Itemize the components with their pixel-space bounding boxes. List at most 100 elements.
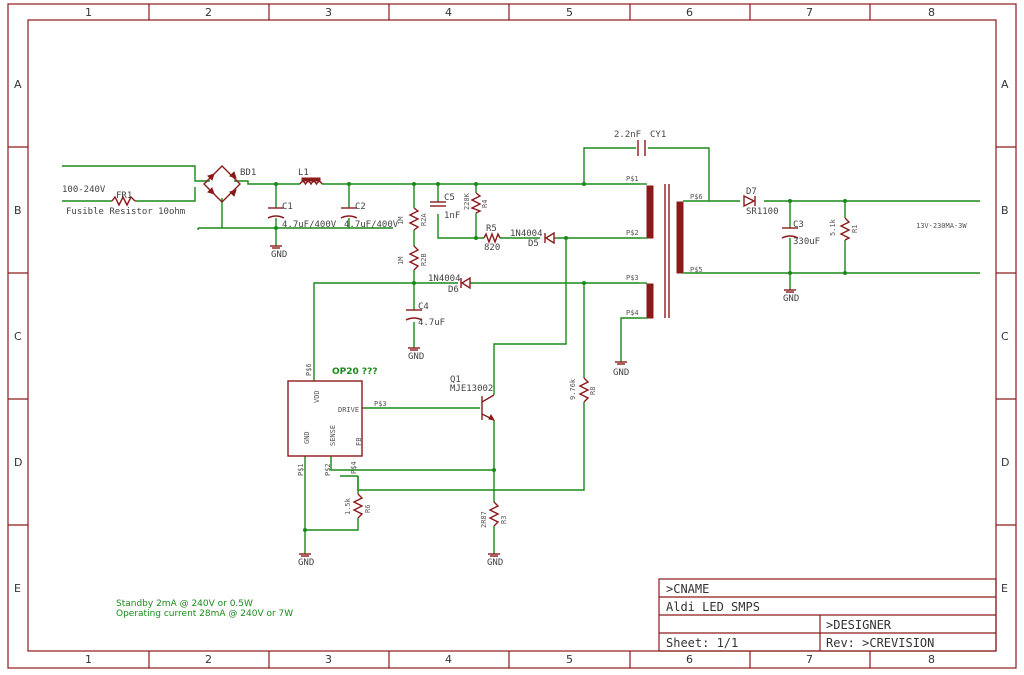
d7-ref: D7	[746, 187, 757, 197]
ic-drive: DRIVE	[338, 406, 359, 414]
c1-ref: C1	[282, 202, 293, 212]
c2-capacitor	[340, 207, 358, 219]
c3-value: 330uF	[793, 237, 820, 247]
bd1-ref: BD1	[240, 168, 256, 178]
row-label: A	[14, 78, 22, 91]
r5-value: 820	[484, 243, 500, 253]
l1-ref: L1	[298, 168, 309, 178]
r2b-value: 1M	[397, 257, 405, 265]
r1-value: 5.1k	[829, 218, 837, 236]
col-label: 5	[566, 6, 573, 19]
c3-ref: C3	[793, 220, 804, 230]
cy1-value: 2.2nF	[614, 130, 641, 140]
r6-resistor	[352, 493, 364, 519]
gnd-symbol	[299, 553, 311, 557]
r1-resistor	[839, 217, 851, 241]
r5-ref: R5	[486, 224, 497, 234]
r8-resistor	[578, 377, 590, 403]
title-rev: Rev: >CREVISION	[826, 636, 934, 650]
row-label: D	[1001, 456, 1009, 469]
r3-ref: R3	[500, 516, 508, 524]
ic-name: OP20 ???	[332, 367, 378, 377]
title-block	[658, 578, 997, 652]
gnd-label: GND	[613, 368, 629, 378]
col-label: 4	[445, 653, 452, 666]
ic-gnd: GND	[303, 431, 311, 444]
note-standby: Standby 2mA @ 240V or 0.5W	[116, 599, 253, 609]
gnd-label: GND	[783, 294, 799, 304]
row-label: C	[1001, 330, 1009, 343]
gnd-symbol	[784, 289, 796, 293]
r2a-resistor	[408, 207, 420, 231]
t-pin-6: P$6	[690, 193, 703, 201]
fr1-resistor	[111, 195, 136, 207]
junctions	[274, 182, 847, 532]
gnd-label: GND	[487, 558, 503, 568]
row-label: E	[1001, 582, 1008, 595]
col-label: 2	[205, 6, 212, 19]
d5-value: 1N4004	[510, 229, 543, 239]
r2b-ref: R2B	[420, 253, 428, 266]
cy1-capacitor	[637, 140, 646, 156]
ic-pin-1: P$1	[297, 463, 305, 476]
r8-value: 9.76k	[569, 378, 577, 400]
gnd-symbol	[615, 361, 627, 365]
q1-transistor	[481, 394, 496, 421]
col-label: 5	[566, 653, 573, 666]
r4-resistor	[470, 192, 482, 214]
title-sheet: Sheet: 1/1	[666, 636, 738, 650]
r6-ref: R6	[364, 505, 372, 513]
col-label: 7	[806, 6, 813, 19]
row-label: A	[1001, 78, 1009, 91]
drawing-frame	[7, 3, 1017, 669]
d5-diode	[544, 231, 555, 245]
column-labels-top: 1 2 3 4 5 6 7 8	[85, 6, 935, 19]
title-cname: >CNAME	[666, 582, 709, 596]
t-pin-1: P$1	[626, 175, 639, 183]
row-label: E	[14, 582, 21, 595]
col-label: 6	[686, 653, 693, 666]
ic-sense: SENSE	[329, 425, 337, 446]
column-labels-bottom: 1 2 3 4 5 6 7 8	[85, 653, 935, 666]
c4-value: 4.7uF	[418, 318, 445, 328]
fr1-ref: FR1	[116, 191, 132, 201]
row-label: B	[14, 204, 22, 217]
q1-ref: Q1	[450, 375, 461, 385]
gnd-label: GND	[408, 352, 424, 362]
c5-ref: C5	[444, 193, 455, 203]
d5-ref: D5	[528, 239, 539, 249]
gnd-label: GND	[298, 558, 314, 568]
c5-capacitor	[430, 201, 446, 207]
col-label: 2	[205, 653, 212, 666]
col-label: 6	[686, 6, 693, 19]
t-pin-3: P$3	[626, 274, 639, 282]
transformer	[640, 183, 685, 319]
d6-diode	[460, 276, 471, 290]
col-label: 8	[928, 653, 935, 666]
r3-value: 2R87	[480, 511, 488, 528]
c3-capacitor	[781, 227, 799, 239]
col-label: 3	[325, 6, 332, 19]
r4-value: 220K	[463, 192, 471, 210]
row-label: D	[14, 456, 22, 469]
r1-ref: R1	[851, 225, 859, 233]
l1-inductor	[299, 177, 323, 186]
r2b-resistor	[408, 245, 420, 271]
col-label: 8	[928, 6, 935, 19]
col-label: 7	[806, 653, 813, 666]
wires	[62, 147, 980, 554]
t-pin-5: P$5	[690, 266, 703, 274]
r8-ref: R8	[589, 387, 597, 395]
col-label: 1	[85, 653, 92, 666]
fr1-desc: Fusible Resistor 10ohm	[66, 207, 185, 217]
r6-value: 1.5k	[344, 497, 352, 515]
ic-pin-6: P$6	[305, 363, 313, 376]
ic-vdd: VDD	[313, 390, 321, 403]
gnd-symbol	[488, 553, 500, 557]
r5-resistor	[483, 232, 501, 244]
row-label: C	[14, 330, 22, 343]
r2a-ref: R2A	[420, 213, 428, 226]
c4-ref: C4	[418, 302, 429, 312]
ic-pin-2: P$2	[324, 463, 332, 476]
